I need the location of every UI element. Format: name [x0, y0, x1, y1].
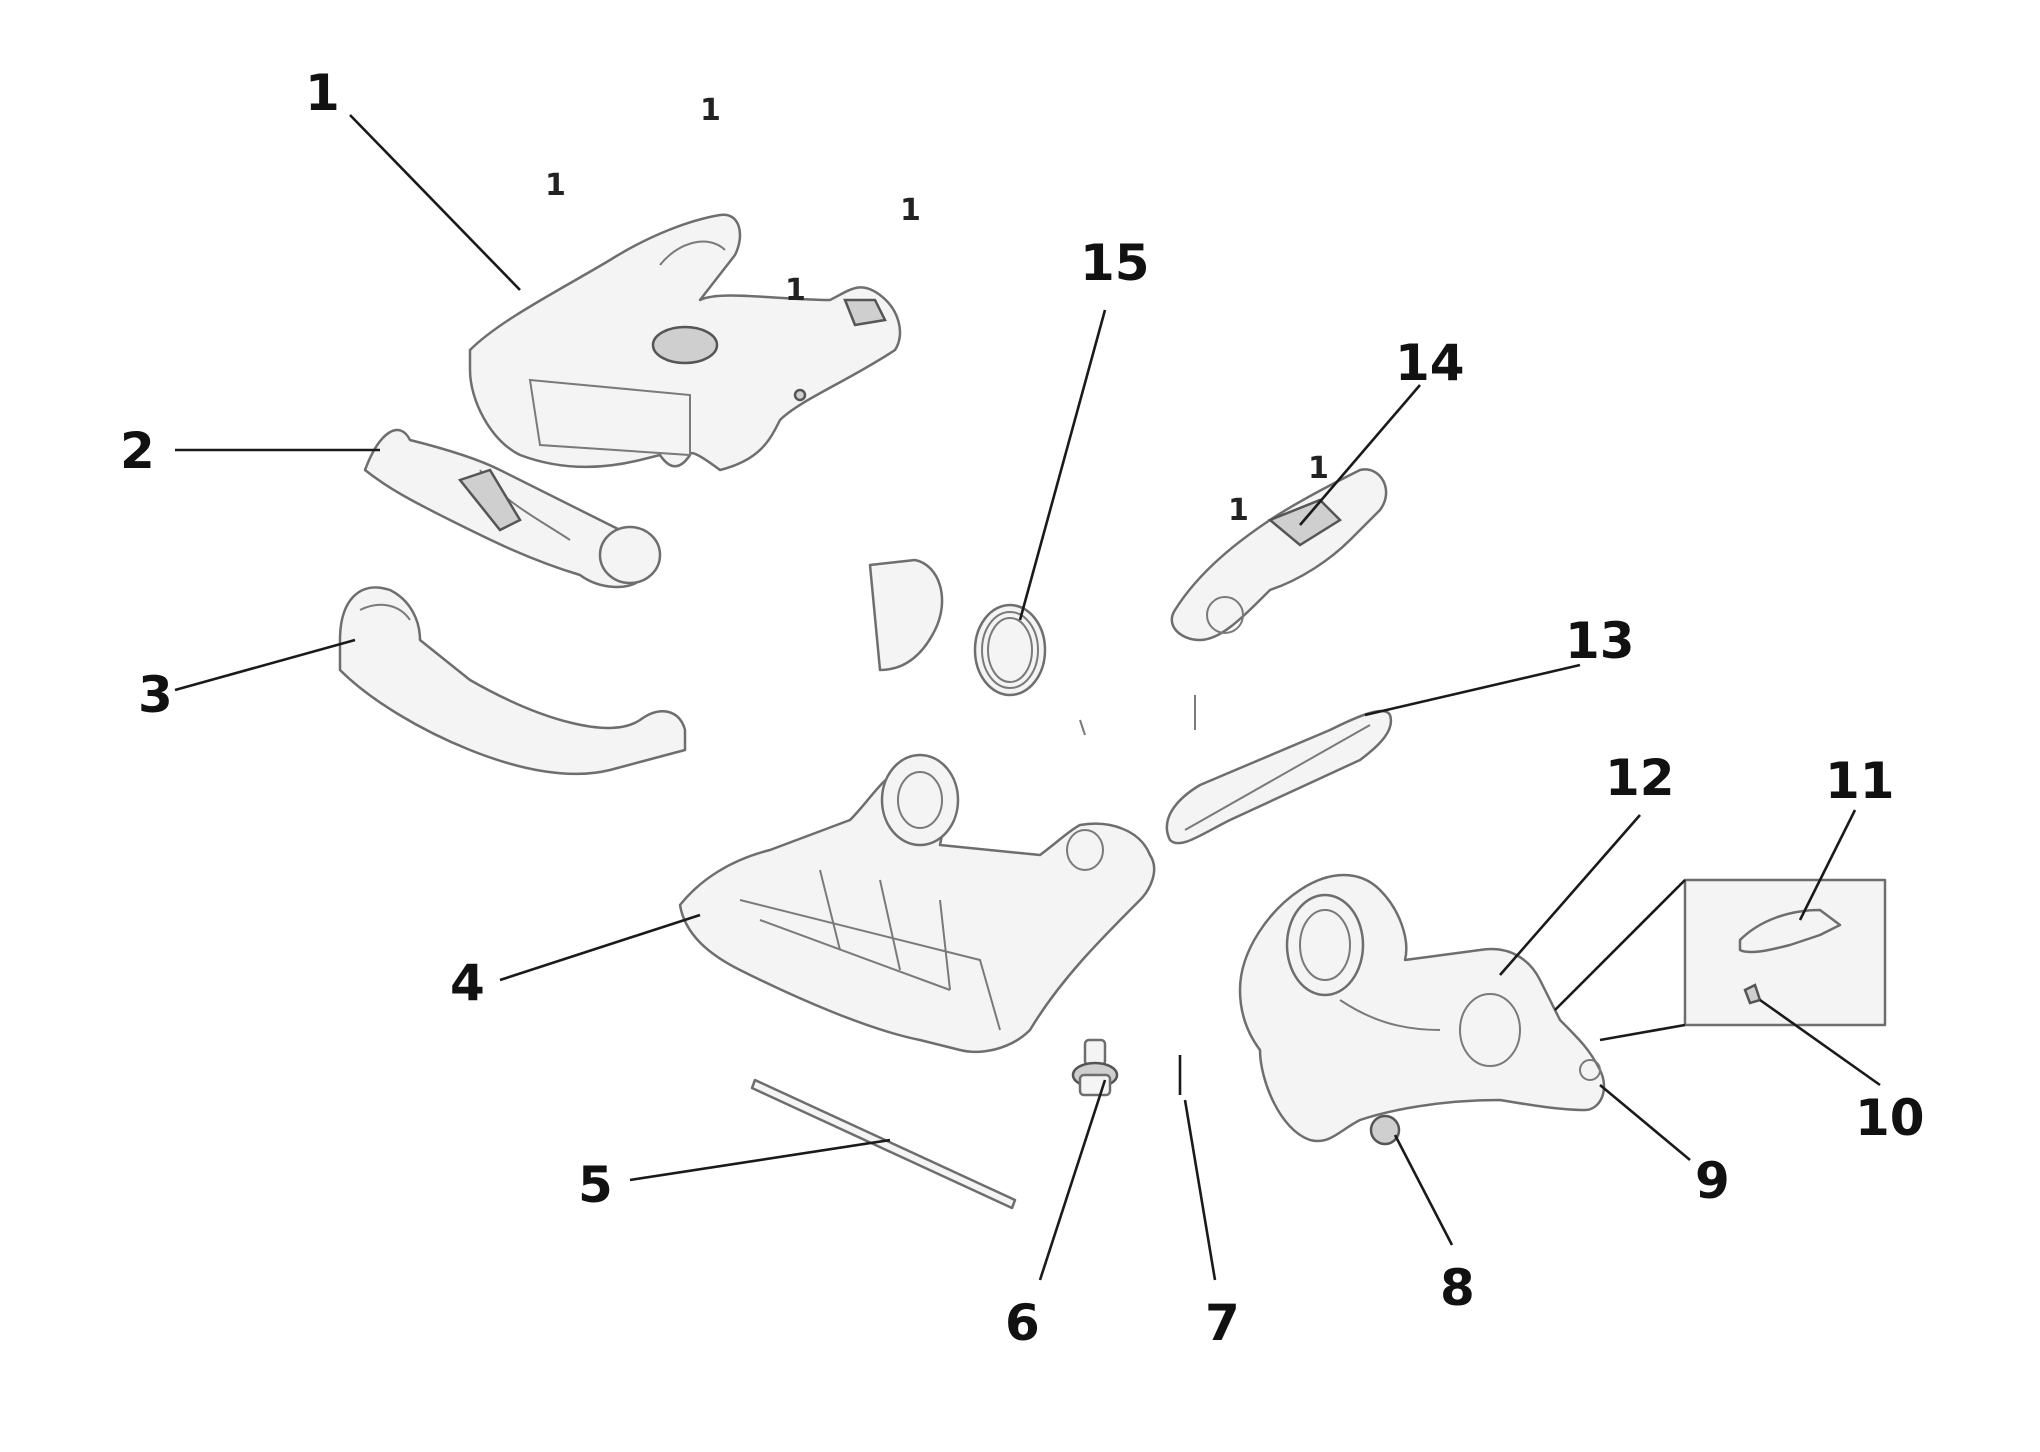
- leader-13: [1364, 663, 1581, 717]
- screw-mark: 1: [1228, 493, 1249, 528]
- part-14-switch-assembly: [1170, 468, 1388, 642]
- leader-4: [499, 913, 701, 982]
- part-12-motor-housing: [1238, 873, 1606, 1146]
- callout-7: 7: [1205, 1294, 1240, 1352]
- callout-10: 10: [1855, 1089, 1925, 1147]
- callout-9: 9: [1695, 1152, 1730, 1210]
- callout-1: 1: [305, 64, 340, 122]
- leader-10: [1759, 998, 1881, 1087]
- callout-15: 15: [1080, 234, 1150, 292]
- part-13-belt: [1165, 709, 1393, 845]
- part-5-axle-rod: [750, 1078, 1017, 1210]
- callout-8: 8: [1440, 1259, 1475, 1317]
- part-6-wheel: [1071, 1038, 1119, 1097]
- callout-14: 14: [1395, 334, 1465, 392]
- screw-mark: 1: [545, 168, 566, 203]
- leader-12: [1499, 814, 1641, 976]
- part-2-brush-roll: [363, 428, 662, 589]
- screw-mark: 1: [700, 93, 721, 128]
- part-15-ring: [973, 603, 1047, 697]
- callout-11: 11: [1825, 752, 1895, 810]
- leader-9: [1599, 1084, 1691, 1161]
- leader-11: [1798, 809, 1857, 921]
- leader-5: [629, 1138, 891, 1182]
- callout-4: 4: [450, 954, 485, 1012]
- callout-5: 5: [578, 1156, 613, 1214]
- part-3-bumper: [338, 586, 687, 776]
- part-4-base-frame: [678, 753, 1156, 1054]
- leader-6: [1038, 1079, 1107, 1281]
- small-pin-a: [1079, 719, 1086, 736]
- leader-15: [1018, 309, 1107, 621]
- callout-2: 2: [120, 422, 155, 480]
- part-cap-center: [868, 558, 944, 672]
- leader-1: [349, 114, 521, 291]
- part-1-top-cover: [468, 213, 902, 472]
- callout-12: 12: [1605, 749, 1675, 807]
- part-11-latch: [1738, 908, 1842, 954]
- leader-7: [1183, 1099, 1217, 1281]
- callout-3: 3: [138, 666, 173, 724]
- leader-14: [1299, 384, 1421, 526]
- leader-8: [1393, 1134, 1454, 1246]
- leader-3: [174, 638, 356, 692]
- callout-6: 6: [1005, 1294, 1040, 1352]
- inset-box: [1554, 878, 1887, 1042]
- screw-mark: 1: [900, 193, 921, 228]
- screw-mark: 1: [1308, 451, 1329, 486]
- callout-13: 13: [1565, 612, 1635, 670]
- screw-mark: 1: [785, 273, 806, 308]
